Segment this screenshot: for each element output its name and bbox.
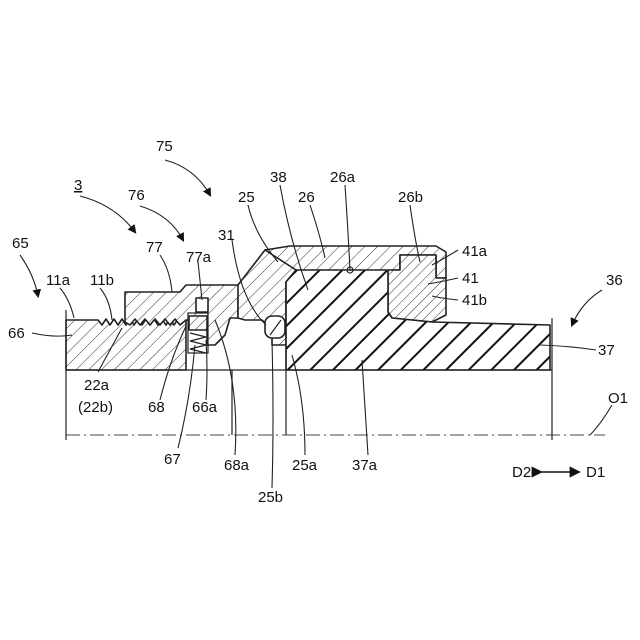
label-o1: O1: [608, 390, 628, 407]
label-26: 26: [298, 189, 315, 206]
pin-68: [189, 316, 207, 330]
label-66a: 66a: [192, 399, 218, 416]
label-76: 76: [128, 187, 145, 204]
leader-11b: [100, 288, 112, 320]
notch-77a: [196, 298, 208, 312]
label-38: 38: [270, 169, 287, 186]
arrow-3: [80, 196, 135, 232]
label-22a: 22a: [84, 377, 110, 394]
label-26a: 26a: [330, 169, 356, 186]
arrow-36: [572, 290, 602, 325]
label-66: 66: [8, 325, 25, 342]
label-11a: 11a: [46, 272, 71, 289]
label-75: 75: [156, 138, 173, 155]
leader-37a: [362, 360, 368, 455]
label-22b: (22b): [78, 399, 113, 416]
spring-67: [190, 333, 206, 353]
leader-25b: [272, 340, 273, 488]
label-d1: D1: [586, 464, 605, 481]
label-25: 25: [238, 189, 255, 206]
leader-o1: [590, 405, 612, 435]
label-41a: 41a: [462, 243, 488, 260]
label-25a: 25a: [292, 457, 318, 474]
label-41: 41: [462, 270, 479, 287]
label-25b: 25b: [258, 489, 283, 506]
label-26b: 26b: [398, 189, 423, 206]
leader-11a: [60, 288, 74, 318]
arrow-76: [140, 206, 183, 240]
label-11b: 11b: [90, 272, 114, 289]
label-68: 68: [148, 399, 165, 416]
label-67: 67: [164, 451, 181, 468]
leader-77: [160, 255, 172, 292]
label-68a: 68a: [224, 457, 250, 474]
label-65: 65: [12, 235, 29, 252]
label-37: 37: [598, 342, 615, 359]
label-77: 77: [146, 239, 163, 256]
label-41b: 41b: [462, 292, 487, 309]
label-77a: 77a: [186, 249, 212, 266]
label-37a: 37a: [352, 457, 378, 474]
label-3: 3: [74, 177, 82, 194]
arrow-65: [20, 255, 38, 296]
pipe-66: [66, 319, 186, 370]
o-ring-31: [265, 316, 285, 338]
arrow-75: [165, 160, 210, 195]
label-d2: D2: [512, 464, 531, 481]
label-31: 31: [218, 227, 235, 244]
label-36: 36: [606, 272, 623, 289]
